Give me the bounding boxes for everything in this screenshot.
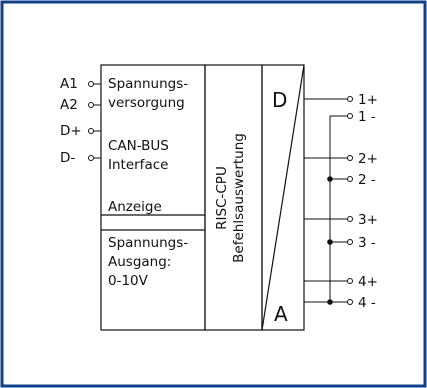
- input-label-a2: A2: [60, 97, 78, 113]
- can-label-line2: Interface: [108, 157, 168, 173]
- converter-box: [261, 64, 305, 331]
- supply-label-line1: Spannungs-: [108, 76, 188, 92]
- input-terminal-d-plus: [88, 128, 94, 134]
- output-terminal-4-plus: [347, 278, 353, 284]
- supply-label-line2: versorgung: [108, 95, 185, 111]
- junction-dot-3: [327, 239, 333, 245]
- output-label-2-plus: 2+: [358, 151, 378, 167]
- input-terminal-d-minus: [88, 155, 94, 161]
- converter-diagonal: [261, 64, 305, 331]
- voltage-out-line3: 0-10V: [108, 273, 149, 289]
- output-label-1-plus: 1+: [358, 92, 378, 108]
- output-terminal-1-plus: [347, 96, 353, 102]
- input-terminal-a2: [88, 102, 94, 108]
- cpu-label-line2: Befehlsauswertung: [231, 133, 247, 263]
- output-label-3-minus: 3 -: [358, 235, 376, 251]
- output-terminal-2-plus: [347, 155, 353, 161]
- output-terminal-4-minus: [347, 299, 353, 305]
- junction-dot-2: [327, 176, 333, 182]
- cpu-label-group: RISC-CPU Befehlsauswertung: [214, 133, 247, 263]
- output-label-2-minus: 2 -: [358, 172, 376, 188]
- voltage-out-line2: Ausgang:: [108, 254, 171, 270]
- output-label-1-minus: 1 -: [358, 109, 376, 125]
- output-terminal-1-minus: [347, 113, 353, 119]
- output-label-4-plus: 4+: [358, 274, 378, 290]
- output-label-3-plus: 3+: [358, 212, 378, 228]
- can-label-line1: CAN-BUS: [108, 138, 169, 154]
- converter-digital-label: D: [272, 88, 287, 112]
- output-terminal-3-minus: [347, 239, 353, 245]
- input-label-d-plus: D+: [60, 123, 82, 139]
- output-terminal-2-minus: [347, 176, 353, 182]
- cpu-label-line1: RISC-CPU: [214, 166, 230, 230]
- output-terminal-3-plus: [347, 216, 353, 222]
- converter-analog-label: A: [274, 302, 288, 326]
- input-label-a1: A1: [60, 76, 78, 92]
- junction-dot-4: [327, 299, 333, 305]
- voltage-out-line1: Spannungs-: [108, 235, 188, 251]
- input-terminal-a1: [88, 81, 94, 87]
- output-label-4-minus: 4 -: [358, 295, 376, 311]
- display-label: Anzeige: [108, 199, 162, 215]
- input-label-d-minus: D-: [60, 150, 75, 166]
